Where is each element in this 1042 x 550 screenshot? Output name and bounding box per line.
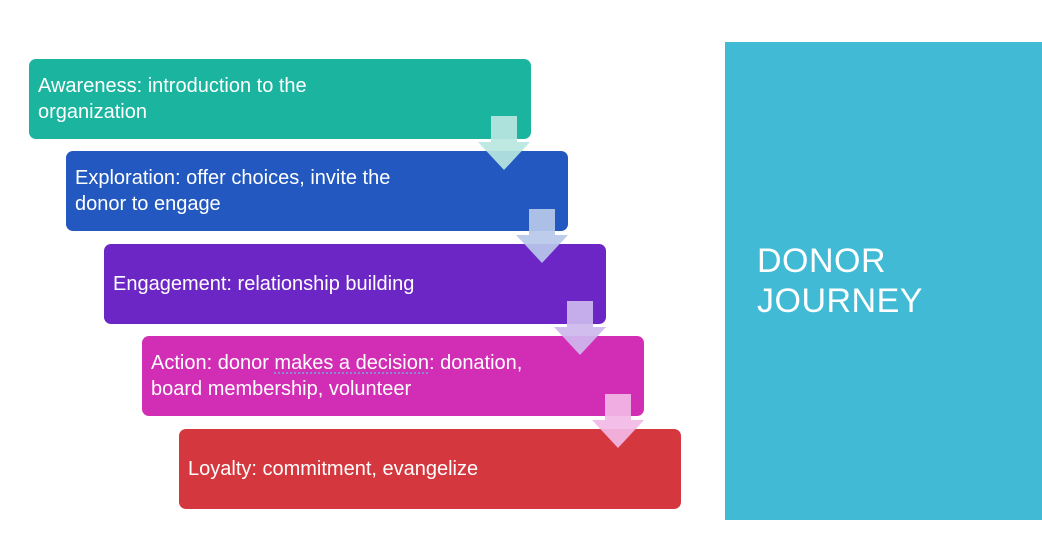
step-action-label: Action: donor makes a decision: donation…	[151, 352, 523, 400]
slide-title: DONOR JOURNEY	[757, 242, 923, 320]
step-awareness: Awareness: introduction to the organizat…	[29, 59, 531, 139]
step-loyalty: Loyalty: commitment, evangelize	[179, 429, 681, 509]
step-engagement-label: Engagement: relationship building	[113, 273, 415, 295]
down-arrow-icon	[554, 301, 606, 355]
spellcheck-underline: makes a decision	[274, 352, 429, 374]
step-engagement: Engagement: relationship building	[104, 244, 606, 324]
step-awareness-label: Awareness: introduction to the organizat…	[38, 75, 307, 123]
step-exploration: Exploration: offer choices, invite the d…	[66, 151, 568, 231]
title-panel: DONOR JOURNEY	[725, 42, 1042, 520]
step-action: Action: donor makes a decision: donation…	[142, 336, 644, 416]
down-arrow-icon	[516, 209, 568, 263]
step-loyalty-label: Loyalty: commitment, evangelize	[188, 458, 479, 480]
step-exploration-label: Exploration: offer choices, invite the d…	[75, 167, 391, 215]
down-arrow-icon	[478, 116, 530, 170]
down-arrow-icon	[592, 394, 644, 448]
